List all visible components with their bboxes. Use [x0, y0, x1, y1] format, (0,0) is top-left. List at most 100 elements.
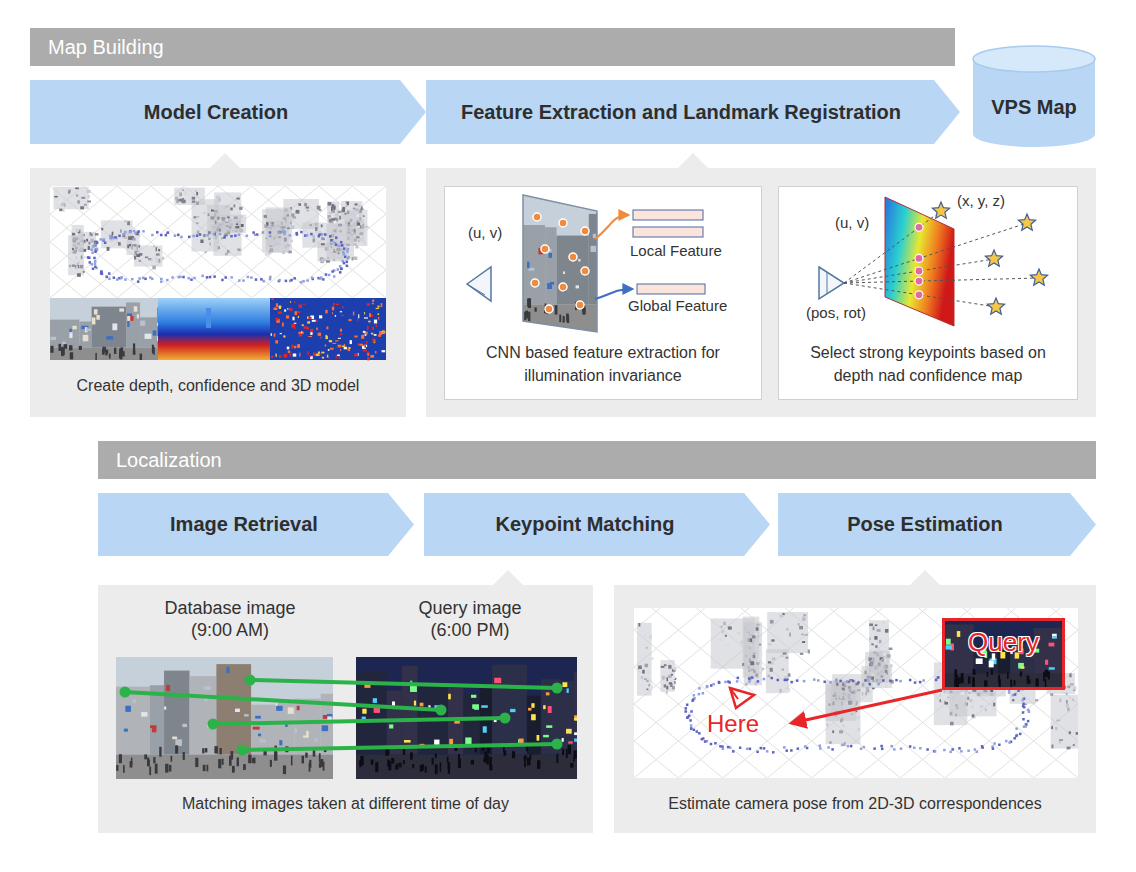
keypoint-dot	[559, 283, 567, 291]
confidence-speck	[310, 329, 313, 332]
path-point	[685, 707, 688, 710]
cloud-point	[107, 247, 110, 251]
photo-sign	[83, 335, 89, 341]
path-point	[914, 681, 917, 684]
confidence-speck	[348, 348, 351, 351]
confidence-speck	[295, 311, 298, 315]
cloud-point	[358, 240, 360, 242]
confidence-speck	[376, 308, 379, 309]
photo-person	[556, 754, 558, 763]
cloud-point	[282, 250, 285, 254]
path-point	[847, 745, 850, 748]
cloud-point	[363, 224, 365, 227]
photo-person	[61, 348, 64, 355]
confidence-speck	[303, 304, 305, 305]
path-point	[284, 231, 287, 234]
cloud-point	[88, 246, 90, 250]
path-point	[766, 750, 769, 753]
confidence-speck	[381, 303, 383, 307]
path-point	[256, 233, 259, 236]
path-point	[340, 268, 343, 271]
cloud-point	[881, 658, 884, 661]
cloud-point	[848, 702, 852, 705]
path-point	[1025, 723, 1028, 726]
cloud-point	[344, 213, 346, 215]
cloud-point	[366, 226, 368, 228]
path-point	[719, 745, 722, 748]
cloud-point	[236, 223, 238, 225]
panel-caption: Matching images taken at different time …	[182, 794, 509, 814]
cloud-point	[723, 622, 726, 626]
cloud-point	[298, 203, 301, 206]
cloud-point	[196, 192, 198, 195]
building-cloud	[766, 649, 789, 693]
cloud-point	[345, 205, 347, 207]
path-point	[165, 234, 168, 237]
point-cloud	[50, 186, 386, 298]
cloud-point	[666, 691, 668, 694]
photo-person	[147, 760, 150, 767]
cloud-point	[234, 204, 236, 207]
photo-person	[313, 750, 316, 756]
panel-notch	[493, 570, 523, 585]
photo-sign	[543, 735, 549, 737]
confidence-speck	[276, 303, 278, 307]
confidence-speck	[369, 313, 371, 317]
cloud-point	[649, 635, 652, 639]
path-point	[333, 275, 336, 278]
path-point	[1019, 733, 1022, 736]
cylinder-top	[973, 46, 1095, 72]
path-point	[278, 279, 281, 282]
cloud-point	[77, 273, 81, 277]
grid-line	[945, 608, 1078, 778]
grid-line	[117, 186, 251, 298]
photo-sign	[204, 686, 211, 690]
path-point	[698, 732, 701, 735]
building-cloud	[1051, 695, 1078, 749]
photo-person	[566, 749, 568, 758]
grid-line	[634, 608, 705, 778]
cloud-point	[844, 681, 846, 684]
photo-person	[95, 353, 97, 360]
cloud-point	[284, 237, 287, 241]
image-outline	[523, 195, 597, 332]
cloud-point	[241, 224, 244, 227]
photo-sign	[1045, 660, 1048, 665]
camera-marker-edge	[730, 688, 738, 699]
query-frame: Query	[942, 618, 1065, 690]
keypoint-dot	[915, 223, 923, 231]
cloud-point	[324, 258, 327, 261]
confidence-speck	[348, 319, 351, 321]
cloud-point	[869, 637, 871, 640]
confidence-speck	[375, 351, 376, 353]
photo-sign	[106, 336, 113, 339]
landmark-star	[1018, 214, 1035, 230]
camera-marker	[730, 688, 754, 708]
confidence-speck	[372, 303, 374, 304]
cloud-point	[363, 226, 365, 228]
path-point	[330, 239, 333, 242]
path-point	[1024, 725, 1027, 728]
cloud-point	[871, 660, 873, 663]
box-caption: CNN based feature extraction for illumin…	[468, 341, 738, 387]
photo-building	[190, 676, 217, 754]
photo-sign	[989, 661, 994, 668]
building-cloud	[744, 622, 762, 685]
confidence-speck	[372, 299, 374, 302]
cloud-point	[320, 257, 324, 260]
path-point	[238, 234, 241, 237]
cloud-point	[73, 240, 76, 243]
projection-ray	[844, 223, 1027, 283]
path-point	[688, 714, 691, 717]
pose-arrow	[792, 690, 942, 723]
cloud-point	[865, 692, 867, 696]
illustration-box: CNN based feature extraction for illumin…	[444, 186, 762, 400]
photo-person	[1014, 680, 1016, 685]
path-point	[695, 730, 698, 733]
cloud-point	[354, 257, 358, 260]
path-point	[269, 235, 272, 238]
photo-sign	[543, 705, 545, 709]
photo-building	[251, 705, 275, 755]
photo-sky	[945, 621, 1062, 687]
path-point	[296, 233, 299, 236]
